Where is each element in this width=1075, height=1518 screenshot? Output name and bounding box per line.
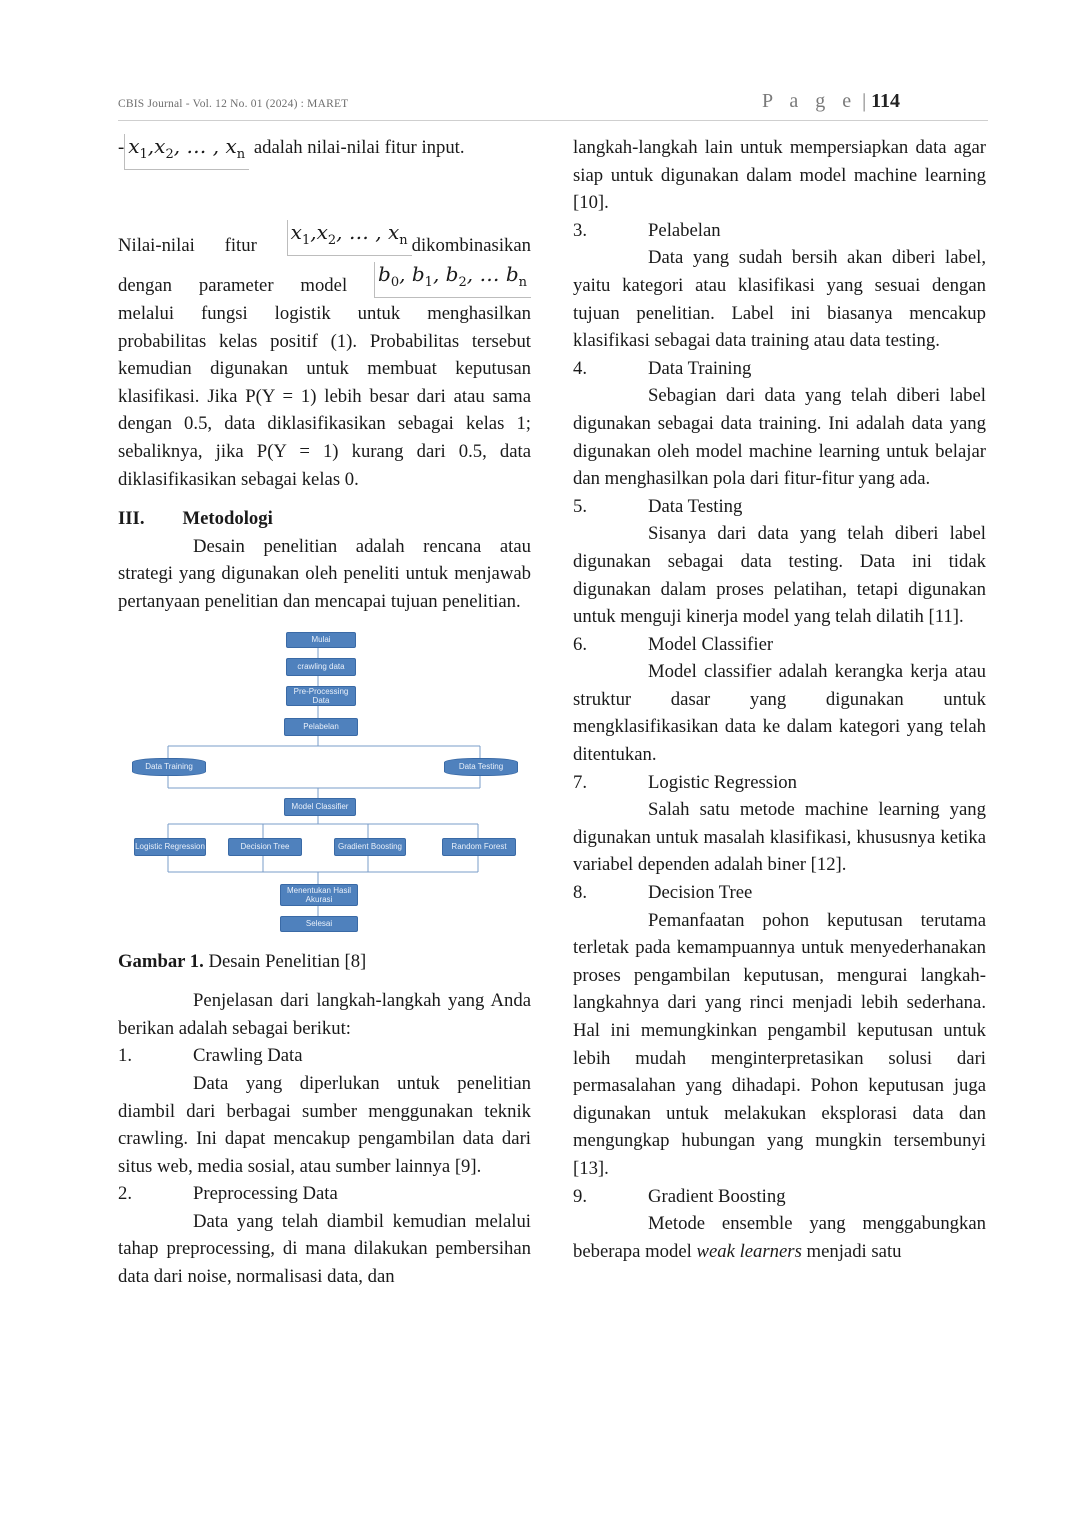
math-b-sequence: b0, b1, b2, … bn [374, 262, 531, 298]
list-item-1-text: Data yang diperlukan untuk penelitian di… [118, 1072, 531, 1177]
math-x-sequence: x1,x2, … , xn [124, 134, 250, 170]
list-item-7-heading: 7. Logistic Regression [573, 769, 986, 797]
flow-node-forest: Random Forest [442, 837, 516, 856]
list-title: Data Testing [648, 495, 743, 517]
list-number: 6. [573, 633, 588, 655]
list-number: 8. [573, 882, 588, 904]
bullet-line: -x1,x2, … , xn adalah nilai-nilai fitur … [118, 134, 531, 170]
list-title: Preprocessing Data [193, 1183, 338, 1205]
flow-node-preprocessing: Pre-Processing Data [286, 685, 356, 706]
section-number: III. [118, 508, 145, 530]
section-paragraph: Desain penelitian adalah rencana atau st… [118, 535, 531, 612]
list-title: Logistic Regression [648, 771, 797, 793]
para1-line2: dengan parameter model b0, b1, b2, … bn [118, 262, 531, 308]
flow-node-tree: Decision Tree [228, 837, 302, 856]
page-indicator: P a g e | 114 [762, 90, 900, 113]
research-design-figure: Mulai crawling data Pre-Processing Data … [118, 628, 531, 968]
list-number: 4. [573, 357, 588, 379]
flow-node-menentukan: Menentukan Hasil Akurasi [280, 883, 358, 906]
para1-text-c: dengan parameter model [118, 275, 348, 296]
page-number: 114 [871, 90, 900, 112]
page-label: P a g e [761, 90, 858, 112]
section-heading: III. Metodologi [118, 505, 531, 533]
left-column: -x1,x2, … , xn adalah nilai-nilai fitur … [118, 134, 531, 1291]
list-item-5-heading: 5. Data Testing [573, 493, 986, 521]
flow-node-testing: Data Testing [444, 757, 518, 776]
list-number: 7. [573, 771, 588, 793]
item9-text-b: menjadi satu [801, 1240, 902, 1262]
list-title: Decision Tree [648, 882, 753, 904]
flow-node-pelabelan: Pelabelan [284, 717, 358, 736]
list-number: 1. [118, 1045, 133, 1067]
figure-caption: Gambar 1. Desain Penelitian [8] [118, 948, 531, 976]
page-separator: | [857, 90, 872, 112]
list-title: Gradient Boosting [648, 1185, 786, 1207]
para1-text-b: dikombinasikan [411, 235, 531, 256]
list-number: 3. [573, 219, 588, 241]
list-number: 5. [573, 495, 588, 517]
list-item-2-text: Data yang telah diambil kemudian melalui… [118, 1210, 531, 1288]
item9-text-emphasis: weak learners [696, 1240, 802, 1262]
para1-body: melalui fungsi logistik untuk menghasilk… [118, 303, 531, 490]
list-item-2-heading: 2. Preprocessing Data [118, 1180, 531, 1208]
flow-node-gradient: Gradient Boosting [334, 837, 406, 856]
list-item-3-text: Data yang sudah bersih akan diberi label… [573, 247, 986, 352]
caption-text: Desain Penelitian [8] [203, 950, 367, 972]
right-column: langkah-langkah lain untuk mempersiapkan… [573, 134, 986, 1265]
caption-label: Gambar 1. [118, 950, 204, 972]
continued-paragraph: langkah-langkah lain untuk mempersiapkan… [573, 137, 986, 214]
flow-node-training: Data Training [132, 757, 206, 776]
section-title: Metodologi [182, 508, 273, 530]
flow-node-logistic: Logistic Regression [134, 837, 206, 856]
list-item-8-text: Pemanfaatan pohon keputusan terutama ter… [573, 909, 986, 1179]
list-item-9-text: Metode ensemble yang menggabungkan beber… [573, 1210, 986, 1265]
list-item-9-heading: 9. Gradient Boosting [573, 1183, 986, 1211]
page-header: CBIS Journal - Vol. 12 No. 01 (2024) : M… [118, 90, 988, 121]
list-item-5-text: Sisanya dari data yang telah diberi labe… [573, 523, 986, 628]
intro-paragraph: Penjelasan dari langkah-langkah yang And… [118, 990, 531, 1039]
list-number: 2. [118, 1183, 133, 1205]
list-title: Pelabelan [648, 219, 721, 241]
list-title: Data Training [648, 357, 752, 379]
item9-text-a: Metode ensemble yang menggabungkan beber… [573, 1213, 986, 1262]
journal-name: CBIS Journal - Vol. 12 No. 01 (2024) : M… [118, 98, 349, 110]
list-item-6-text: Model classifier adalah kerangka kerja a… [573, 661, 986, 766]
flowchart-connectors [167, 645, 481, 916]
flow-node-mulai: Mulai [286, 631, 356, 648]
flow-node-selesai: Selesai [280, 915, 358, 932]
flow-node-crawling: crawling data [286, 657, 356, 676]
list-number: 9. [573, 1185, 588, 1207]
bullet-dash: - [118, 137, 125, 158]
list-item-1-heading: 1. Crawling Data [118, 1042, 531, 1070]
list-item-7-text: Salah satu metode machine learning yang … [573, 799, 986, 876]
para1-text-a: Nilai-nilai fitur [118, 235, 257, 256]
bullet-text: adalah nilai-nilai fitur input. [249, 137, 465, 158]
list-title: Crawling Data [193, 1045, 303, 1067]
list-item-3-heading: 3. Pelabelan [573, 217, 986, 245]
flow-node-model: Model Classifier [284, 797, 356, 816]
list-item-4-heading: 4. Data Training [573, 355, 986, 383]
list-title: Model Classifier [648, 633, 774, 655]
math-x-sequence-2: x1,x2, … , xn [286, 220, 412, 256]
list-item-6-heading: 6. Model Classifier [573, 631, 986, 659]
list-item-4-text: Sebagian dari data yang telah diberi lab… [573, 385, 986, 490]
list-item-8-heading: 8. Decision Tree [573, 879, 986, 907]
